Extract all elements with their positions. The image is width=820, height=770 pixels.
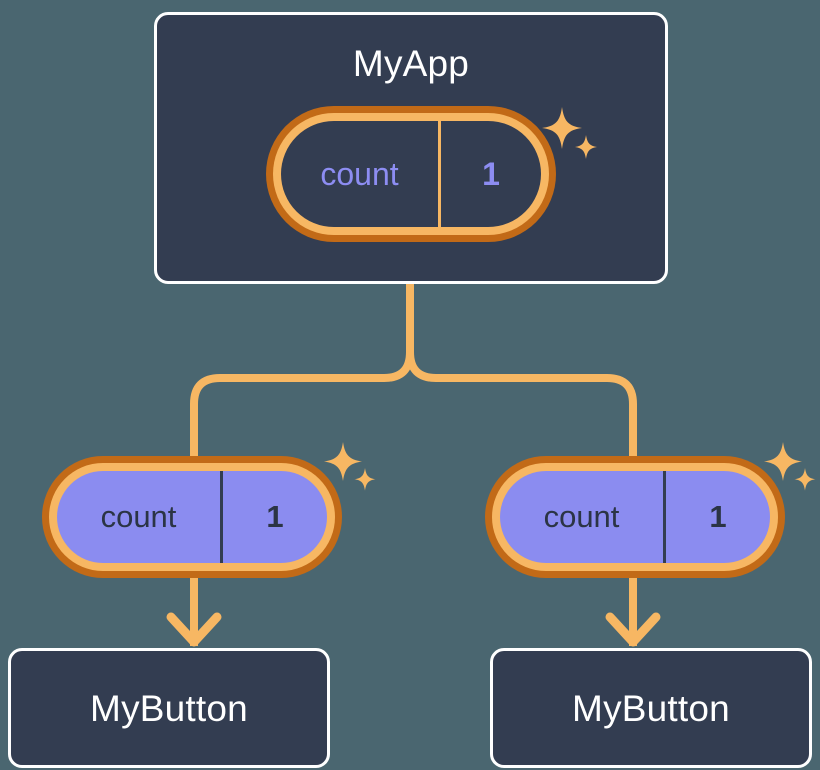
pill-body: count 1 [281, 121, 541, 227]
left-state-key: count [100, 499, 177, 534]
sparkle-icon [322, 440, 378, 498]
pill-body: count 1 [57, 471, 327, 563]
pill-body: count 1 [500, 471, 770, 563]
pill-inner-ring: count 1 [273, 113, 549, 235]
pill-divider [220, 471, 223, 563]
myapp-state-value: 1 [482, 155, 500, 192]
myapp-state-pill[interactable]: count 1 [266, 106, 556, 242]
mybutton-right-box[interactable]: MyButton [490, 648, 812, 768]
pill-divider [438, 121, 441, 227]
myapp-state-key: count [320, 155, 399, 192]
left-state-pill[interactable]: count 1 [42, 456, 342, 578]
right-state-pill[interactable]: count 1 [485, 456, 785, 578]
mybutton-left-title: MyButton [90, 687, 248, 729]
pill-divider [663, 471, 666, 563]
pill-inner-ring: count 1 [492, 463, 778, 571]
left-state-value: 1 [266, 499, 284, 534]
sparkle-icon [540, 105, 600, 167]
right-state-key: count [543, 499, 620, 534]
mybutton-left-box[interactable]: MyButton [8, 648, 330, 768]
myapp-title: MyApp [352, 43, 470, 84]
pill-inner-ring: count 1 [49, 463, 335, 571]
sparkle-icon [762, 440, 818, 498]
right-state-value: 1 [709, 499, 727, 534]
mybutton-right-title: MyButton [572, 687, 730, 729]
